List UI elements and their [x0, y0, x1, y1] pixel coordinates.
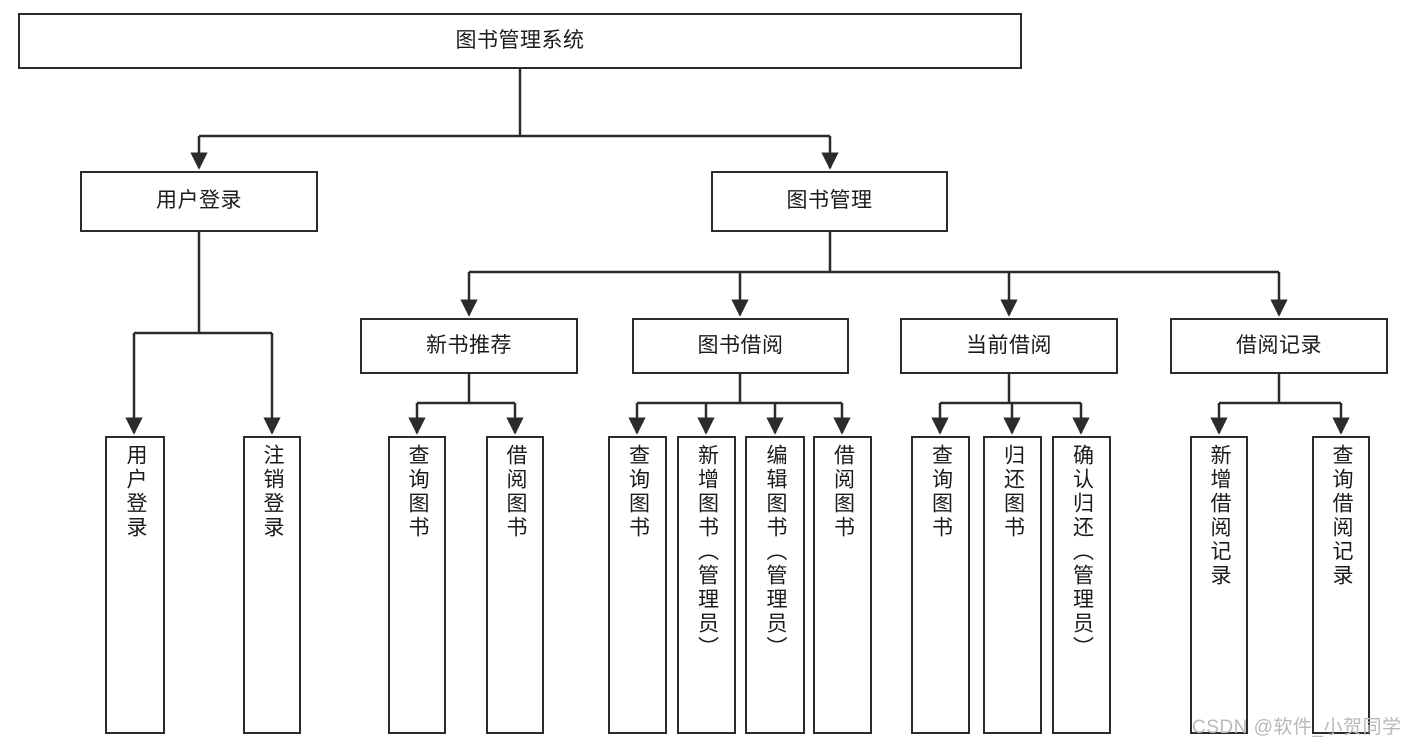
node-leaf-return-book[interactable]: 归还图书: [983, 436, 1042, 734]
node-borrow-record-label: 借阅记录: [1236, 333, 1322, 357]
node-leaf-borrow-book-1-label: 借阅图书: [504, 444, 528, 540]
node-leaf-edit-book[interactable]: 编辑图书（管理员）: [745, 436, 805, 734]
node-leaf-query-book-1[interactable]: 查询图书: [388, 436, 446, 734]
node-new-book-recommend-label: 新书推荐: [426, 333, 512, 357]
node-leaf-query-record-label: 查询借阅记录: [1330, 444, 1354, 588]
node-leaf-borrow-book-2-label: 借阅图书: [831, 444, 855, 540]
node-leaf-add-book[interactable]: 新增图书（管理员）: [677, 436, 736, 734]
node-leaf-query-book-3-label: 查询图书: [929, 444, 953, 540]
node-leaf-add-book-label: 新增图书（管理员）: [695, 444, 719, 660]
node-user-login[interactable]: 用户登录: [80, 171, 318, 232]
node-leaf-query-record[interactable]: 查询借阅记录: [1312, 436, 1370, 734]
node-leaf-confirm-return-label: 确认归还（管理员）: [1070, 444, 1094, 660]
node-leaf-add-record[interactable]: 新增借阅记录: [1190, 436, 1248, 734]
node-book-borrow-label: 图书借阅: [697, 333, 784, 357]
node-leaf-user-login-label: 用户登录: [124, 444, 148, 540]
node-leaf-borrow-book-1[interactable]: 借阅图书: [486, 436, 544, 734]
node-current-borrow[interactable]: 当前借阅: [900, 318, 1118, 374]
node-leaf-add-record-label: 新增借阅记录: [1208, 444, 1232, 588]
node-root[interactable]: 图书管理系统: [18, 13, 1022, 69]
node-book-borrow[interactable]: 图书借阅: [632, 318, 849, 374]
node-leaf-query-book-3[interactable]: 查询图书: [911, 436, 970, 734]
node-leaf-query-book-1-label: 查询图书: [406, 444, 430, 540]
node-root-label: 图书管理系统: [455, 28, 585, 52]
node-leaf-borrow-book-2[interactable]: 借阅图书: [813, 436, 872, 734]
node-leaf-confirm-return[interactable]: 确认归还（管理员）: [1052, 436, 1111, 734]
node-new-book-recommend[interactable]: 新书推荐: [360, 318, 578, 374]
node-book-manage-label: 图书管理: [786, 189, 873, 213]
node-leaf-user-logout[interactable]: 注销登录: [243, 436, 301, 734]
node-leaf-return-book-label: 归还图书: [1001, 444, 1025, 540]
node-user-login-label: 用户登录: [156, 189, 242, 213]
node-borrow-record[interactable]: 借阅记录: [1170, 318, 1388, 374]
node-leaf-edit-book-label: 编辑图书（管理员）: [764, 444, 788, 660]
node-leaf-user-logout-label: 注销登录: [261, 444, 285, 540]
node-current-borrow-label: 当前借阅: [966, 333, 1052, 357]
node-leaf-query-book-2[interactable]: 查询图书: [608, 436, 667, 734]
csdn-watermark: CSDN @软件_小贺同学: [1192, 717, 1402, 738]
node-leaf-user-login[interactable]: 用户登录: [105, 436, 165, 734]
node-leaf-query-book-2-label: 查询图书: [626, 444, 650, 540]
node-book-manage[interactable]: 图书管理: [711, 171, 948, 232]
